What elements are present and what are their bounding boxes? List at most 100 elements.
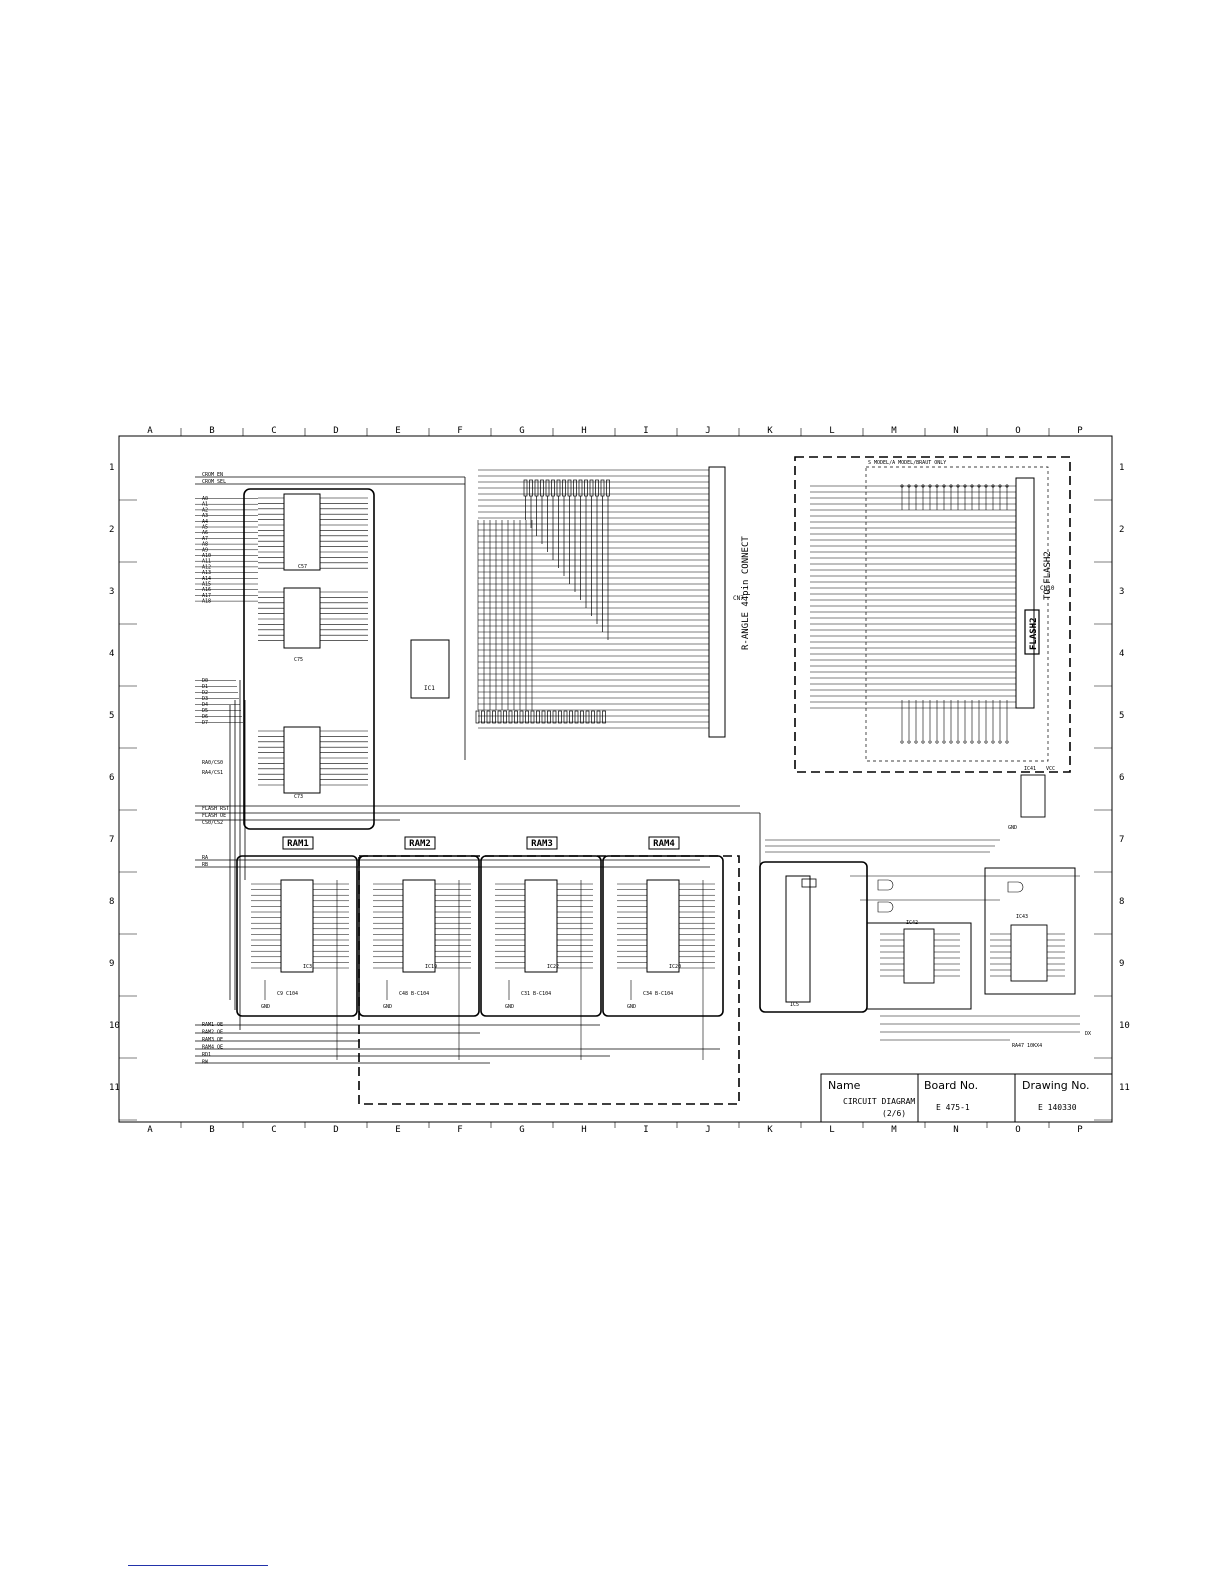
- control-signal: RW: [202, 1060, 209, 1066]
- left-signal-labels: CROM EN CROM SEL A0A1A2A3A4A5A6A7A8A9A10…: [195, 472, 258, 1066]
- gnd-label: GND: [383, 1004, 392, 1010]
- signal-label: RB: [202, 862, 208, 868]
- part-label: IC1: [424, 685, 435, 692]
- ram-label: RAM4: [653, 839, 675, 849]
- ic41-area: IC41 VCC GND: [1008, 766, 1055, 831]
- column-label: N: [953, 1125, 958, 1135]
- column-label: J: [705, 1125, 710, 1135]
- row-label: 11: [1119, 1083, 1130, 1093]
- address-signal: A16: [202, 587, 211, 593]
- data-signal: D4: [202, 702, 208, 708]
- part-label: IC43: [1016, 914, 1028, 920]
- row-label: 7: [109, 835, 114, 845]
- address-signal: A12: [202, 564, 211, 570]
- capacitor-label: C31 B-C104: [521, 991, 551, 997]
- data-signal: D3: [202, 696, 208, 702]
- part-label: C73: [294, 794, 303, 800]
- row-label: 4: [109, 649, 114, 659]
- name-value: CIRCUIT DIAGRAM: [843, 1097, 915, 1106]
- data-signal: D2: [202, 690, 208, 696]
- capacitor-label: C48 B-C104: [399, 991, 429, 997]
- row-label: 3: [109, 587, 114, 597]
- row-label: 3: [1119, 587, 1124, 597]
- part-label: CN7: [733, 595, 744, 602]
- flash2-section: S MODEL/A MODEL/BRAUT ONLY CN10 FLASH2 T…: [794, 456, 1071, 773]
- row-label: 6: [109, 773, 114, 783]
- column-label: D: [333, 1125, 338, 1135]
- left-bus-wiring: [195, 476, 761, 1064]
- address-signal: A3: [202, 513, 208, 519]
- control-signal: RAM2 OE: [202, 1030, 223, 1036]
- gnd-label: GND: [505, 1004, 514, 1010]
- column-label: B: [209, 426, 214, 436]
- column-label: P: [1077, 426, 1083, 436]
- column-label: K: [767, 1125, 773, 1135]
- model-note: S MODEL/A MODEL/BRAUT ONLY: [868, 460, 946, 466]
- gnd-label: GND: [627, 1004, 636, 1010]
- board-label: Board No.: [924, 1079, 978, 1092]
- part-label: IC41: [1024, 766, 1036, 772]
- name-label: Name: [828, 1079, 861, 1092]
- part-label: IC20: [669, 964, 681, 970]
- address-signal: A15: [202, 582, 211, 588]
- row-label: 8: [109, 897, 114, 907]
- row-label: 10: [109, 1021, 120, 1031]
- address-signal: A0: [202, 496, 208, 502]
- capacitor-label: C9 C104: [277, 991, 298, 997]
- part-label: C57: [298, 564, 307, 570]
- signal-label: RA: [202, 855, 208, 861]
- row-label: 4: [1119, 649, 1124, 659]
- address-signal: A6: [202, 530, 208, 536]
- column-label: A: [147, 1125, 153, 1135]
- ram-label: RAM2: [409, 839, 431, 849]
- address-signal: A9: [202, 547, 208, 553]
- column-label: C: [271, 426, 276, 436]
- column-label: P: [1077, 1125, 1083, 1135]
- row-label: 10: [1119, 1021, 1130, 1031]
- to-flash-label: TO FLASH2: [1043, 551, 1053, 600]
- dx-label: DX: [1085, 1031, 1091, 1037]
- signal-label: CROM EN: [202, 472, 223, 478]
- row-label: 2: [109, 525, 114, 535]
- signal-label: CS0/CS2: [202, 820, 223, 826]
- row-label: 9: [109, 959, 114, 969]
- gnd-label: GND: [261, 1004, 270, 1010]
- row-label: 9: [1119, 959, 1124, 969]
- column-label: H: [581, 426, 586, 436]
- column-label: C: [271, 1125, 276, 1135]
- signal-label: FLASH RST: [202, 806, 229, 812]
- column-label: G: [519, 426, 524, 436]
- board-value: E 475-1: [936, 1103, 970, 1112]
- row-label: 5: [109, 711, 114, 721]
- address-signal: A4: [202, 519, 208, 525]
- part-label: IC22: [547, 964, 559, 970]
- rom-section: C57 C75 C73: [243, 488, 375, 830]
- connector-label: R-ANGLE 44pin CONNECT: [741, 536, 751, 650]
- column-label: A: [147, 426, 153, 436]
- data-signal: D1: [202, 684, 208, 690]
- column-label: G: [519, 1125, 524, 1135]
- part-label: C75: [294, 657, 303, 663]
- address-signal: A2: [202, 507, 208, 513]
- ram-label: RAM1: [287, 839, 309, 849]
- sheet-number: (2/6): [882, 1109, 906, 1118]
- part-label: IC5: [790, 1002, 799, 1008]
- address-signal: A5: [202, 525, 208, 531]
- data-signal: D7: [202, 720, 208, 726]
- column-label: F: [457, 426, 462, 436]
- row-label: 1: [109, 463, 114, 473]
- row-label: 5: [1119, 711, 1124, 721]
- address-signal: A7: [202, 536, 208, 542]
- resistor-label: RA47 10KX4: [1012, 1043, 1042, 1049]
- ic5-block: IC5: [759, 861, 868, 1013]
- control-signal: RD1: [202, 1052, 211, 1058]
- column-label: E: [395, 426, 400, 436]
- column-label: J: [705, 426, 710, 436]
- row-label: 2: [1119, 525, 1124, 535]
- column-label: H: [581, 1125, 586, 1135]
- signal-label: FLASH OE: [202, 813, 226, 819]
- drawing-label: Drawing No.: [1022, 1079, 1090, 1092]
- part-label: CN10: [1040, 585, 1055, 592]
